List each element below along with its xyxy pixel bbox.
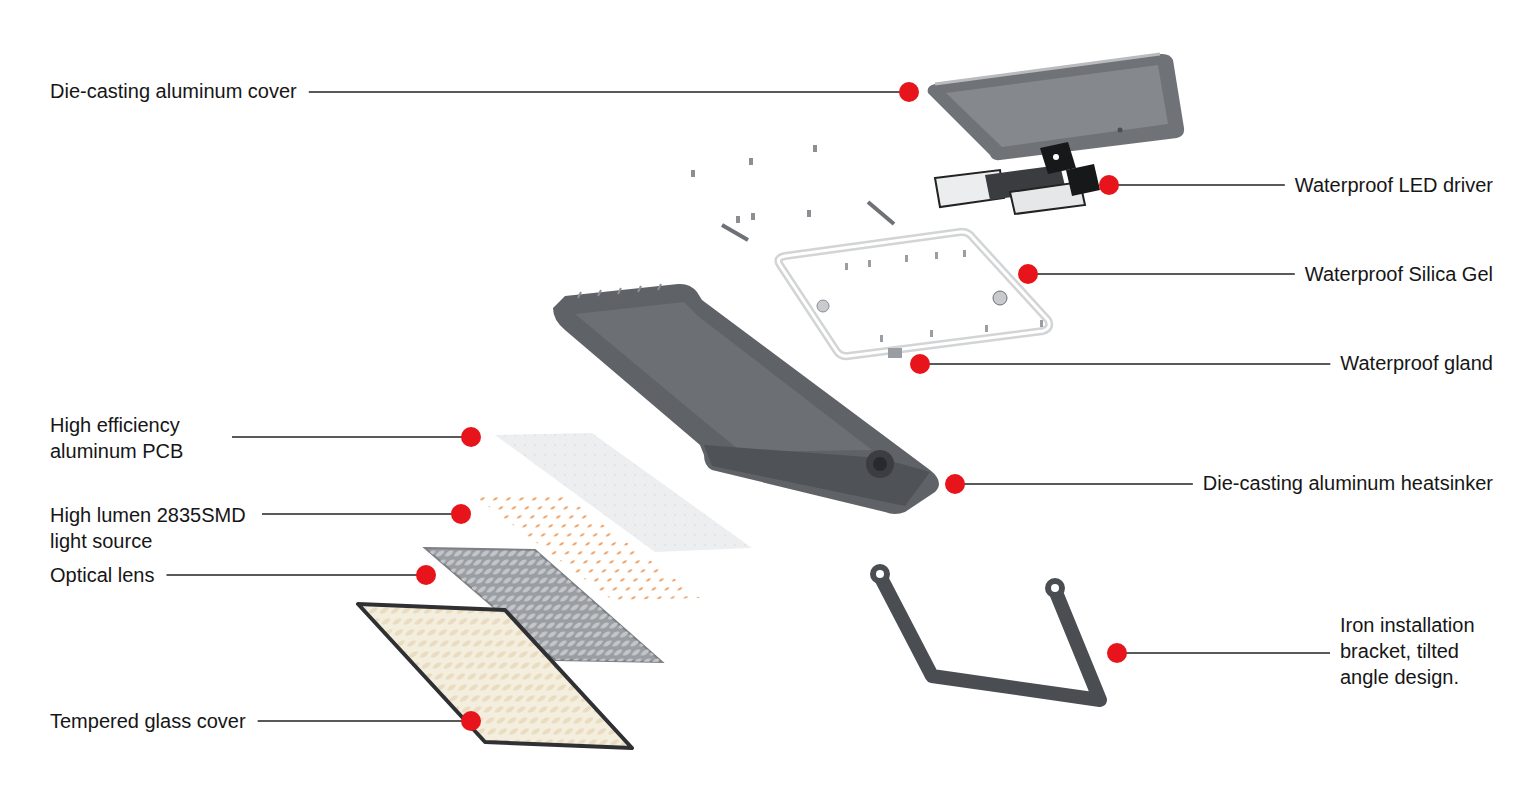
part-label: Waterproof gland — [1340, 350, 1493, 376]
part-label: Tempered glass cover — [50, 708, 246, 734]
leader-line — [920, 363, 1330, 365]
screw — [749, 158, 753, 165]
gasket-inner — [778, 232, 1049, 356]
screw — [1040, 320, 1043, 327]
callout-dot — [1107, 643, 1127, 663]
leader-line — [258, 720, 471, 722]
gasket — [778, 232, 1049, 356]
cover-shell — [928, 54, 1184, 160]
bracket-end — [870, 564, 890, 584]
callout-dot — [416, 565, 436, 585]
bracket-body — [880, 576, 1100, 700]
part-label: Optical lens — [50, 562, 155, 588]
leader-line — [1028, 273, 1295, 275]
glass-frame — [358, 604, 632, 748]
gland — [817, 300, 829, 312]
part-label: Waterproof Silica Gel — [1305, 261, 1493, 287]
silica-gel-illustration — [778, 232, 1049, 358]
screw — [905, 255, 908, 262]
heatsink-tray — [575, 302, 872, 452]
gland — [888, 348, 902, 358]
screw — [930, 330, 933, 337]
bracket-end — [1045, 578, 1065, 598]
cover-screw — [1118, 128, 1123, 133]
bracket-hole — [876, 570, 884, 578]
gasket-screws — [845, 250, 1043, 342]
callout-dot — [1099, 175, 1119, 195]
cover-illustration — [928, 54, 1184, 160]
screw — [963, 250, 966, 257]
callout-dot — [461, 711, 481, 731]
part-label: Iron installation bracket, tilted angle … — [1340, 612, 1495, 690]
screw — [807, 210, 811, 217]
glass-panel — [358, 604, 632, 748]
screw — [813, 145, 817, 152]
screw — [751, 213, 755, 220]
part-label: High lumen 2835SMD light source — [50, 502, 250, 554]
screw — [691, 170, 695, 177]
leader-line — [1117, 652, 1330, 654]
vent — [658, 284, 661, 290]
vent — [638, 286, 641, 292]
leader-line — [167, 574, 427, 576]
screw — [985, 325, 988, 332]
part-label: Waterproof LED driver — [1295, 172, 1493, 198]
screw — [736, 216, 740, 223]
bracket-illustration — [870, 564, 1100, 700]
clip — [868, 202, 894, 224]
driver-block — [1066, 164, 1100, 196]
driver-terminal — [1053, 154, 1059, 160]
leader-line — [232, 436, 471, 438]
callout-dot — [910, 354, 930, 374]
vent — [618, 288, 621, 294]
screw — [935, 252, 938, 259]
callout-dot — [451, 504, 471, 524]
screw — [845, 263, 848, 270]
gland — [993, 291, 1007, 305]
part-label: Die-casting aluminum heatsinker — [1203, 470, 1493, 496]
vent — [598, 290, 601, 296]
screw — [880, 335, 883, 342]
callout-dot — [1018, 264, 1038, 284]
glass-texture — [358, 604, 632, 748]
callout-dot — [945, 474, 965, 494]
driver-illustration — [935, 142, 1100, 214]
callout-dot — [461, 427, 481, 447]
part-label: High efficiency aluminum PCB — [50, 412, 220, 464]
part-label: Die-casting aluminum cover — [50, 78, 297, 104]
screw — [868, 260, 871, 267]
leader-line — [309, 91, 909, 93]
heatsink-front — [704, 445, 930, 506]
gland-hole — [873, 457, 887, 471]
cover-rim — [935, 54, 1160, 84]
vent — [578, 292, 581, 298]
leader-line — [262, 513, 461, 515]
leader-line — [1109, 184, 1285, 186]
callout-dot — [899, 82, 919, 102]
glass-illustration — [358, 604, 632, 748]
screws — [691, 145, 894, 240]
leader-line — [955, 483, 1193, 485]
vents — [578, 284, 661, 298]
clip — [722, 225, 748, 240]
gland-boss — [866, 450, 894, 478]
bracket-hole — [1051, 584, 1059, 592]
